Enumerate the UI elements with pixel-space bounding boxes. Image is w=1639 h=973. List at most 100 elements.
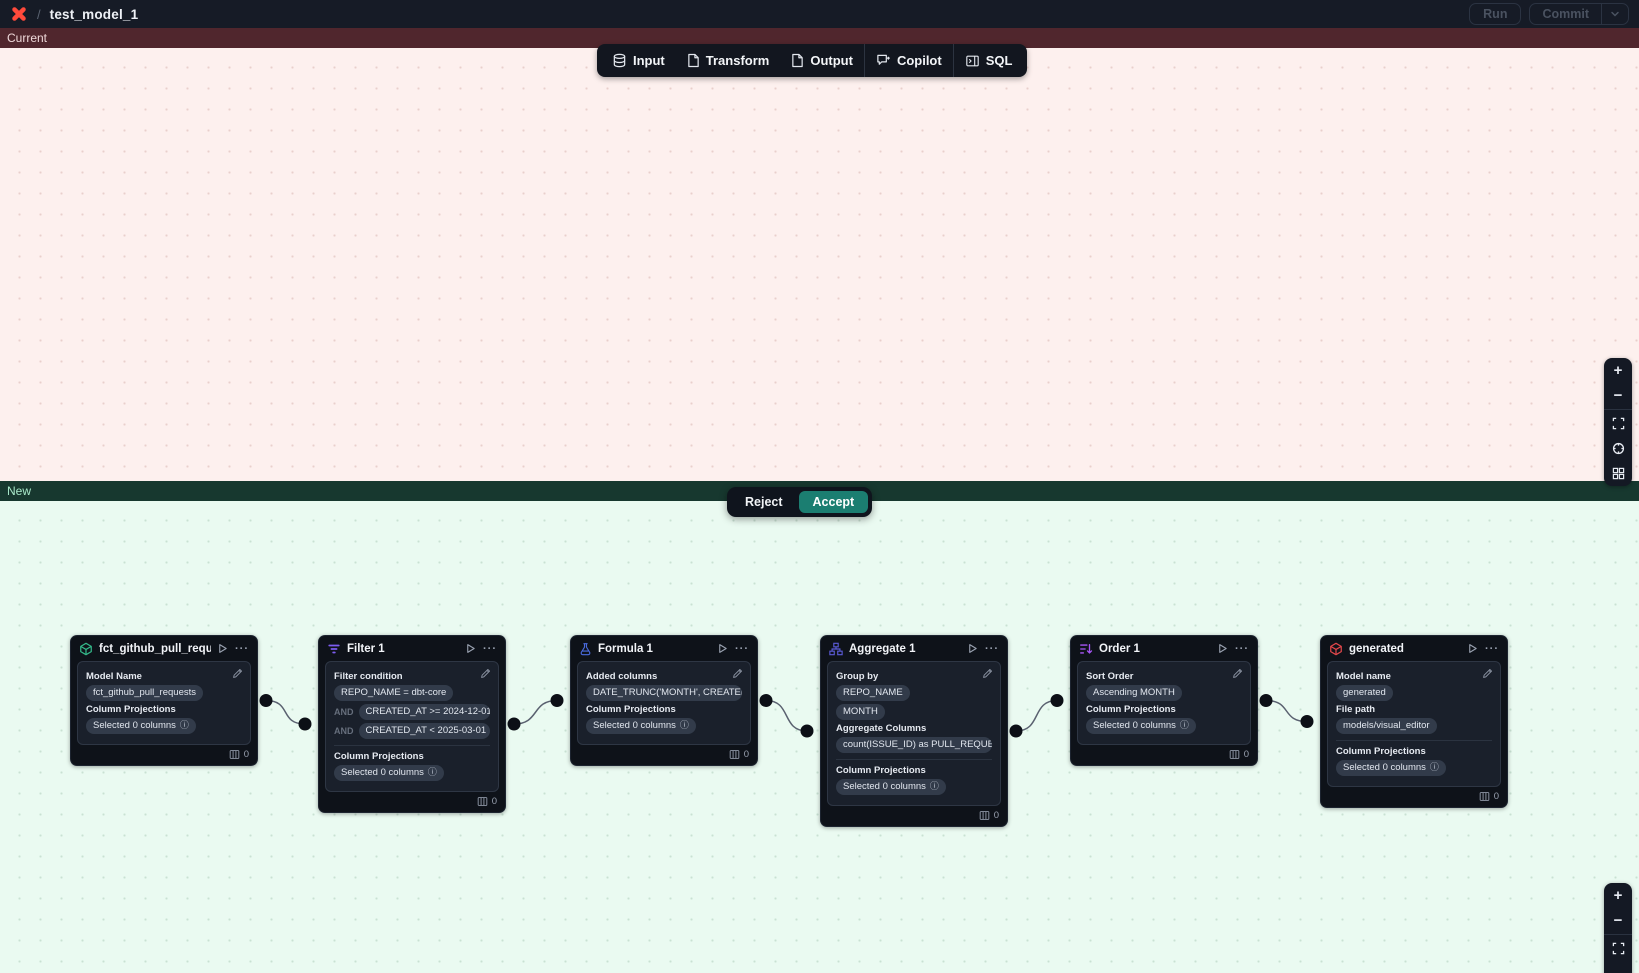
node-fct-github-pull-requests[interactable]: fct_github_pull_requests ··· Model Namef… xyxy=(70,635,258,766)
info-icon[interactable]: ⓘ xyxy=(179,721,189,731)
toolbar-item-label: Transform xyxy=(705,53,770,68)
node-footer: 0 xyxy=(319,792,505,812)
more-menu-icon[interactable]: ··· xyxy=(1235,642,1249,655)
value-chip[interactable]: MONTH xyxy=(836,704,885,720)
top-bar: / test_model_1 Run Commit xyxy=(0,0,1639,28)
zoom-in-button[interactable]: + xyxy=(1613,887,1623,904)
more-menu-icon[interactable]: ··· xyxy=(483,642,497,655)
input-port-dot[interactable] xyxy=(550,694,564,707)
zoom-in-button[interactable]: + xyxy=(1613,362,1623,379)
value-chip[interactable]: CREATED_AT < 2025-03-01 xyxy=(358,723,490,739)
value-chip[interactable]: count(ISSUE_ID) as PULL_REQUEST_… xyxy=(836,737,992,753)
focus-button[interactable] xyxy=(1604,436,1632,461)
zoom-panel-divider xyxy=(1604,934,1632,935)
accept-button[interactable]: Accept xyxy=(798,491,869,513)
run-node-icon[interactable] xyxy=(1217,643,1228,654)
more-menu-icon[interactable]: ··· xyxy=(1485,642,1499,655)
edit-pencil-icon[interactable] xyxy=(1482,668,1493,679)
fit-view-button[interactable] xyxy=(1604,936,1632,961)
fit-view-button[interactable] xyxy=(1604,411,1632,436)
document-icon xyxy=(791,53,804,68)
run-node-icon[interactable] xyxy=(717,643,728,654)
current-canvas[interactable] xyxy=(0,48,1639,481)
node-footer: 0 xyxy=(1071,745,1257,765)
field-label: Column Projections xyxy=(836,765,926,776)
output-port-dot[interactable] xyxy=(1009,724,1023,738)
output-port-dot[interactable] xyxy=(759,694,773,707)
input-port-dot[interactable] xyxy=(1300,715,1314,728)
output-port-dot[interactable] xyxy=(1259,694,1273,707)
node-title: generated xyxy=(1349,642,1404,655)
value-chip[interactable]: models/visual_editor xyxy=(1336,718,1437,734)
zoom-out-button[interactable]: − xyxy=(1613,912,1623,929)
column-count: 0 xyxy=(743,749,749,760)
output-port-dot[interactable] xyxy=(507,717,521,731)
edge xyxy=(1265,699,1308,723)
output-port-dot[interactable] xyxy=(259,694,273,707)
pill-row: Ascending MONTH xyxy=(1086,685,1242,701)
new-canvas[interactable]: fct_github_pull_requests ··· Model Namef… xyxy=(0,501,1639,973)
info-icon[interactable]: ⓘ xyxy=(1429,763,1439,773)
input-port-dot[interactable] xyxy=(298,717,312,731)
value-chip[interactable]: REPO_NAME = dbt-core xyxy=(334,685,454,701)
pill-row: REPO_NAME = dbt-core xyxy=(334,685,490,701)
info-icon[interactable]: ⓘ xyxy=(427,768,437,778)
more-menu-icon[interactable]: ··· xyxy=(735,642,749,655)
run-node-icon[interactable] xyxy=(217,643,228,654)
page-title: test_model_1 xyxy=(49,6,139,22)
toolbar-item-input[interactable]: Input xyxy=(601,44,676,77)
toolbar-item-copilot[interactable]: Copilot xyxy=(865,44,953,77)
value-chip[interactable]: DATE_TRUNC('MONTH', CREATED_AT… xyxy=(586,685,742,701)
edit-pencil-icon[interactable] xyxy=(232,668,243,679)
reject-button[interactable]: Reject xyxy=(745,495,783,509)
info-icon[interactable]: ⓘ xyxy=(1179,721,1189,731)
edit-pencil-icon[interactable] xyxy=(982,668,993,679)
input-port-dot[interactable] xyxy=(1050,694,1064,707)
info-icon[interactable]: ⓘ xyxy=(929,782,939,792)
field-label: Model Name xyxy=(86,671,142,682)
run-button[interactable]: Run xyxy=(1469,3,1522,25)
commit-dropdown-button[interactable] xyxy=(1601,4,1628,24)
toolbar-item-output[interactable]: Output xyxy=(780,44,864,77)
run-node-icon[interactable] xyxy=(465,643,476,654)
value-chip[interactable]: REPO_NAME xyxy=(836,685,910,701)
copilot-icon xyxy=(876,53,891,68)
minimap-button[interactable] xyxy=(1604,461,1632,486)
dbt-logo-icon[interactable] xyxy=(10,5,28,23)
commit-button[interactable]: Commit xyxy=(1542,7,1589,21)
toolbar-divider xyxy=(863,44,865,77)
toolbar-item-sql[interactable]: SQL xyxy=(954,44,1024,77)
value-chip[interactable]: Ascending MONTH xyxy=(1086,685,1182,701)
value-chip[interactable]: CREATED_AT >= 2024-12-01 xyxy=(358,704,490,720)
input-port-dot[interactable] xyxy=(800,724,814,738)
value-chip[interactable]: generated xyxy=(1336,685,1393,701)
edit-pencil-icon[interactable] xyxy=(1232,668,1243,679)
run-node-icon[interactable] xyxy=(967,643,978,654)
field-label: Column Projections xyxy=(586,704,676,715)
fit-view-icon xyxy=(1612,942,1625,955)
more-menu-icon[interactable]: ··· xyxy=(985,642,999,655)
info-icon[interactable]: ⓘ xyxy=(679,721,689,731)
zoom-out-button[interactable]: − xyxy=(1613,387,1623,404)
value-chip[interactable]: fct_github_pull_requests xyxy=(86,685,203,701)
edit-pencil-icon[interactable] xyxy=(732,668,743,679)
field-label: Column Projections xyxy=(1336,746,1426,757)
toolbar-item-transform[interactable]: Transform xyxy=(676,44,781,77)
run-node-icon[interactable] xyxy=(1467,643,1478,654)
field-label: Column Projections xyxy=(334,751,424,762)
edit-pencil-icon[interactable] xyxy=(480,668,491,679)
more-menu-icon[interactable]: ··· xyxy=(235,642,249,655)
